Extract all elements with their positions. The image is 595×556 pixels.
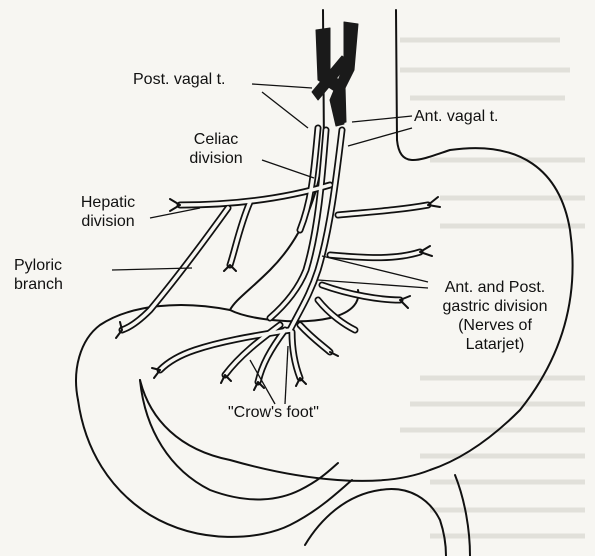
vagal-trunks xyxy=(312,22,358,126)
ant-vagal-trunk-label: Ant. vagal t. xyxy=(414,107,499,126)
lower-intestine-right xyxy=(455,475,470,556)
leader-celiac xyxy=(262,160,314,178)
hepatic-division-label: Hepatic division xyxy=(60,193,156,231)
crows-foot-label: "Crow's foot" xyxy=(228,403,319,422)
post-vagal-trunk-label: Post. vagal t. xyxy=(133,70,226,89)
leader-crows-foot-2 xyxy=(285,346,288,404)
nerve-branches xyxy=(116,128,440,390)
leader-hepatic xyxy=(150,208,200,218)
pyloric-branch-label: Pyloric branch xyxy=(14,256,63,294)
leader-post-vagal xyxy=(252,84,312,88)
celiac-division-label: Celiac division xyxy=(168,130,264,168)
lower-intestine-left xyxy=(305,489,446,556)
esophagus-right-wall xyxy=(396,10,397,140)
leader-post-vagal-2 xyxy=(262,92,308,128)
gastric-division-label: Ant. and Post. gastric division (Nerves … xyxy=(420,278,570,354)
duodenum-inner xyxy=(140,380,338,499)
leader-ant-vagal xyxy=(352,116,412,122)
leader-ant-vagal-2 xyxy=(348,128,412,146)
pyloric-antrum-upper xyxy=(76,305,230,400)
